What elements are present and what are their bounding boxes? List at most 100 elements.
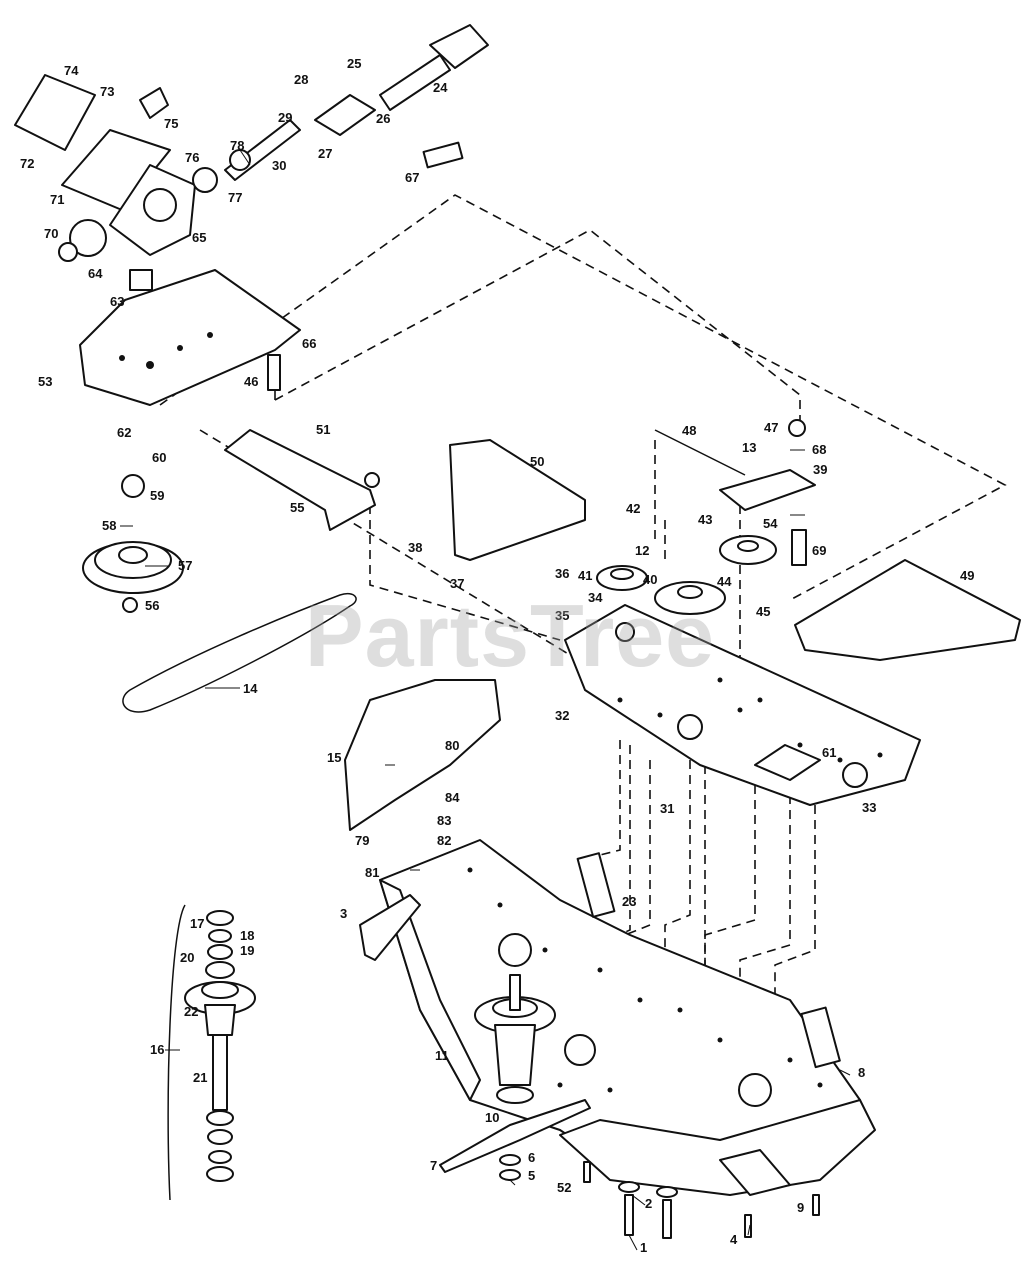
deck-top-plate (564, 604, 921, 806)
gearbox-bracket (79, 269, 301, 406)
drive-shaft-tube (379, 54, 451, 111)
pto-coupler (314, 94, 376, 136)
callout-5: 5 (528, 1168, 535, 1183)
drive-belt (122, 593, 357, 713)
callout-83: 83 (437, 813, 451, 828)
callout-21: 21 (193, 1070, 207, 1085)
callout-15: 15 (327, 750, 341, 765)
callout-44: 44 (717, 574, 732, 589)
callout-51: 51 (316, 422, 330, 437)
callout-78: 78 (230, 138, 244, 153)
callout-10: 10 (485, 1110, 499, 1125)
callout-71: 71 (50, 192, 64, 207)
bevel-gear-left (69, 219, 107, 257)
callout-14: 14 (243, 681, 258, 696)
callout-32: 32 (555, 708, 569, 723)
callout-24: 24 (433, 80, 448, 95)
callout-17: 17 (190, 916, 204, 931)
spacer-tube (129, 269, 153, 291)
callout-42: 42 (626, 501, 640, 516)
callout-48: 48 (682, 423, 696, 438)
callout-81: 81 (365, 865, 379, 880)
callout-41: 41 (578, 568, 592, 583)
callout-59: 59 (150, 488, 164, 503)
gearbox-gasket (61, 129, 171, 211)
callout-53: 53 (38, 374, 52, 389)
callout-79: 79 (355, 833, 369, 848)
callout-58: 58 (102, 518, 116, 533)
callout-73: 73 (100, 84, 114, 99)
callout-6: 6 (528, 1150, 535, 1165)
bevel-gear-top (139, 87, 169, 119)
spindle-exploded-view (167, 904, 256, 1201)
callout-40: 40 (643, 572, 657, 587)
callout-29: 29 (278, 110, 292, 125)
callout-28: 28 (294, 72, 308, 87)
callout-66: 66 (302, 336, 316, 351)
deck-rear-handle (719, 1149, 791, 1196)
callout-56: 56 (145, 598, 159, 613)
callout-30: 30 (272, 158, 286, 173)
deck-bolts (499, 1154, 820, 1239)
callout-23: 23 (622, 894, 636, 909)
spindle-assembly-center (474, 974, 556, 1104)
callout-50: 50 (530, 454, 544, 469)
callout-45: 45 (756, 604, 770, 619)
callout-11: 11 (435, 1048, 449, 1063)
callout-8: 8 (858, 1065, 865, 1080)
shaft-key (422, 141, 464, 169)
callout-1: 1 (640, 1240, 647, 1255)
deck-side-skirt (379, 879, 481, 1101)
baffle-plate-23 (576, 852, 616, 918)
callout-26: 26 (376, 111, 390, 126)
callout-57: 57 (178, 558, 192, 573)
callout-13: 13 (742, 440, 756, 455)
discharge-chute (344, 679, 501, 831)
callout-74: 74 (64, 63, 79, 78)
callout-31: 31 (660, 801, 674, 816)
callout-72: 72 (20, 156, 34, 171)
callout-35: 35 (555, 608, 569, 623)
callout-82: 82 (437, 833, 451, 848)
drive-pulley (82, 474, 184, 613)
belt-shield-right (794, 559, 1021, 661)
callout-80: 80 (445, 738, 459, 753)
pto-yoke (429, 24, 489, 69)
callout-36: 36 (555, 566, 569, 581)
callout-46: 46 (244, 374, 258, 389)
mower-deck-shell (359, 839, 876, 1196)
callout-61: 61 (822, 745, 836, 760)
callout-9: 9 (797, 1200, 804, 1215)
callout-43: 43 (698, 512, 712, 527)
callout-77: 77 (228, 190, 242, 205)
callout-19: 19 (240, 943, 254, 958)
callout-84: 84 (445, 790, 460, 805)
callout-70: 70 (44, 226, 58, 241)
callout-64: 64 (88, 266, 103, 281)
callout-3: 3 (340, 906, 347, 921)
callout-12: 12 (635, 543, 649, 558)
gearbox-cover-plate (14, 74, 96, 151)
callout-2: 2 (645, 1196, 652, 1211)
callout-67: 67 (405, 170, 419, 185)
callout-4: 4 (730, 1232, 738, 1247)
callout-33: 33 (862, 800, 876, 815)
callout-22: 22 (184, 1004, 198, 1019)
callout-62: 62 (117, 425, 131, 440)
callout-37: 37 (450, 576, 464, 591)
callout-52: 52 (557, 1180, 571, 1195)
callout-75: 75 (164, 116, 178, 131)
gearbox-assembly (14, 24, 489, 291)
callout-55: 55 (290, 500, 304, 515)
callout-27: 27 (318, 146, 332, 161)
callout-65: 65 (192, 230, 206, 245)
callout-54: 54 (763, 516, 778, 531)
baffle-plate-8 (800, 1006, 841, 1069)
callout-39: 39 (813, 462, 827, 477)
callout-69: 69 (812, 543, 826, 558)
belt-shield-center (449, 439, 586, 561)
callout-7: 7 (430, 1158, 437, 1173)
idler-pulleys (596, 419, 816, 666)
callout-76: 76 (185, 150, 199, 165)
